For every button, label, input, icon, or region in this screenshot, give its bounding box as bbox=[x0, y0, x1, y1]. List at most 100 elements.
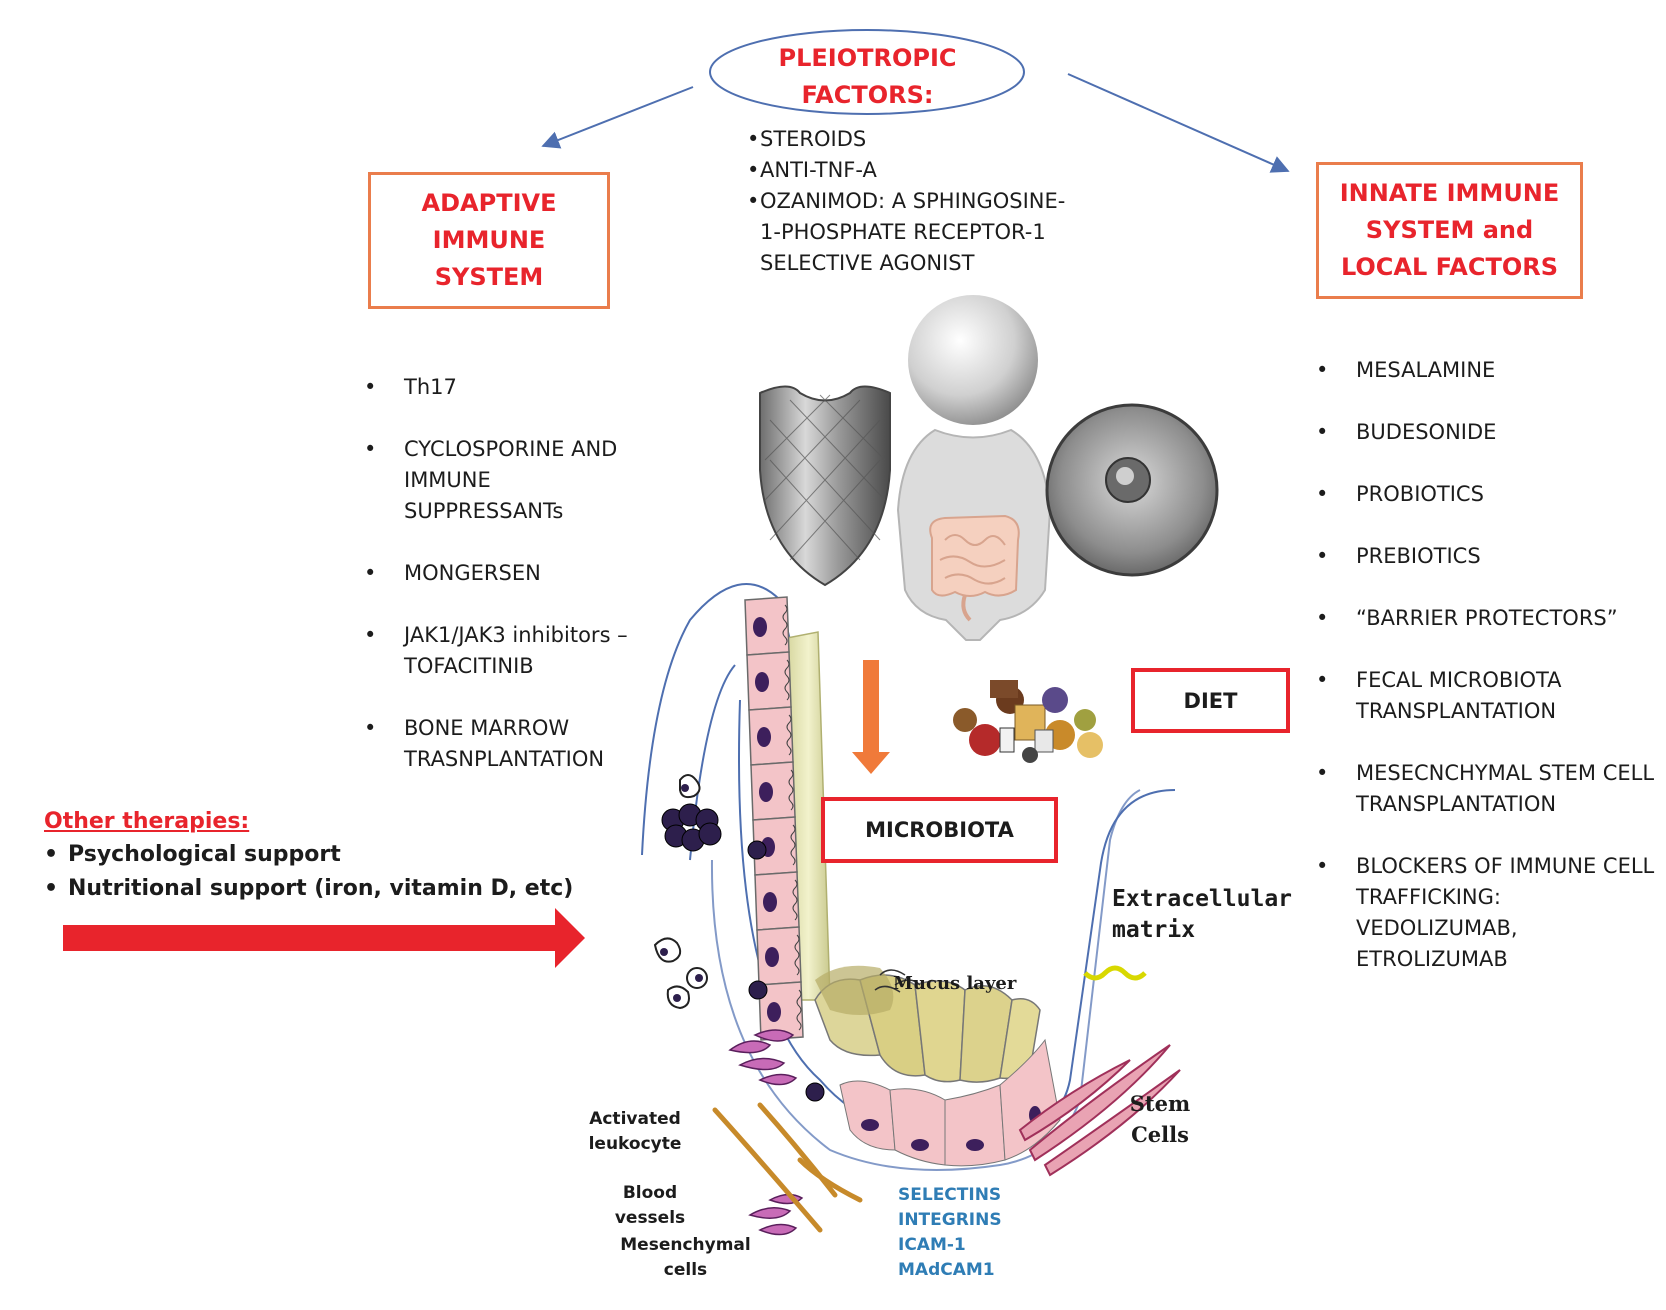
pleiotropic-ellipse bbox=[709, 29, 1025, 115]
adhesion-item: MAdCAM1 bbox=[898, 1260, 995, 1280]
ecm-fibers bbox=[1083, 965, 1147, 981]
other-therapies-arrow bbox=[63, 908, 585, 968]
extracellular-line2: matrix bbox=[1112, 917, 1196, 943]
innate-title-line3: LOCAL FACTORS bbox=[1340, 253, 1559, 281]
cell-nucleus bbox=[755, 672, 769, 692]
stem-cells-shapes bbox=[1018, 1044, 1181, 1177]
diet-food-icon bbox=[953, 680, 1103, 763]
adhesion-item: SELECTINS bbox=[898, 1185, 1002, 1205]
adhesion-item: ICAM-1 bbox=[898, 1235, 966, 1255]
epithelial-cell bbox=[758, 981, 804, 1041]
pleiotropic-item-continuation: 1-PHOSPHATE RECEPTOR-1 bbox=[747, 217, 1107, 248]
stem-line1: Stem bbox=[1129, 1091, 1191, 1116]
pleiotropic-item: OZANIMOD: A SPHINGOSINE- bbox=[747, 186, 1107, 217]
extracellular-matrix-label: Extracellular matrix bbox=[1112, 884, 1292, 946]
innate-item: “BARRIER PROTECTORS” bbox=[1316, 603, 1661, 634]
epithelial-cell bbox=[754, 871, 800, 931]
activated-line1: Activated bbox=[589, 1109, 681, 1129]
adaptive-list: Th17 CYCLOSPORINE AND IMMUNE SUPPRESSANT… bbox=[364, 341, 664, 806]
innate-item: MESECNCHYMAL STEM CELL TRANSPLANTATION bbox=[1316, 758, 1661, 820]
microvilli bbox=[796, 989, 802, 1031]
adhesion-molecules: SELECTINS INTEGRINS ICAM-1 MAdCAM1 bbox=[898, 1183, 1002, 1283]
epithelial-cell bbox=[744, 596, 790, 656]
arrow-to-adaptive bbox=[541, 86, 694, 149]
pleiotropic-item: STEROIDS bbox=[747, 124, 1107, 155]
mucus-layer-label: Mucus layer bbox=[893, 973, 1017, 994]
microbiota-label: MICROBIOTA bbox=[865, 818, 1014, 842]
adhesion-item: INTEGRINS bbox=[898, 1210, 1002, 1230]
diet-label: DIET bbox=[1183, 688, 1238, 713]
microvilli bbox=[782, 604, 788, 646]
innate-title-line2: SYSTEM and bbox=[1365, 216, 1534, 244]
microvilli bbox=[784, 659, 790, 701]
adaptive-title-line3: SYSTEM bbox=[434, 263, 544, 291]
adaptive-item: MONGERSEN bbox=[364, 558, 664, 589]
adaptive-title-line1: ADAPTIVE bbox=[421, 189, 557, 217]
pleiotropic-item-continuation: SELECTIVE AGONIST bbox=[747, 248, 1107, 279]
cell-nucleus bbox=[757, 727, 771, 747]
other-therapy-item: Psychological support bbox=[44, 838, 604, 872]
microbiota-box: MICROBIOTA bbox=[821, 797, 1058, 863]
cell-nucleus bbox=[759, 782, 773, 802]
immune-cells bbox=[661, 803, 825, 1102]
arrow-to-innate bbox=[1067, 73, 1290, 173]
innate-item: PROBIOTICS bbox=[1316, 479, 1661, 510]
innate-immune-box: INNATE IMMUNE SYSTEM and LOCAL FACTORS bbox=[1316, 162, 1583, 299]
adaptive-item: Th17 bbox=[364, 372, 664, 403]
mesenchymal-line1: Mesenchymal bbox=[620, 1235, 751, 1255]
blood-vessels-shapes bbox=[712, 1102, 863, 1233]
cell-nucleus bbox=[767, 1002, 781, 1022]
microvilli bbox=[794, 934, 800, 976]
epithelial-cell bbox=[748, 706, 794, 766]
other-therapies-title: Other therapies: bbox=[44, 809, 250, 834]
pleiotropic-item-line: SELECTIVE AGONIST bbox=[760, 251, 975, 275]
pleiotropic-list: STEROIDS ANTI-TNF-A OZANIMOD: A SPHINGOS… bbox=[747, 124, 1107, 279]
pleiotropic-item-line: 1-PHOSPHATE RECEPTOR-1 bbox=[760, 220, 1046, 244]
blood-vessels-label: Blood vessels bbox=[614, 1183, 686, 1228]
pleiotropic-title-line2: FACTORS: bbox=[801, 81, 934, 109]
epithelial-cell bbox=[746, 651, 792, 711]
pleiotropic-title-line1: PLEIOTROPIC bbox=[778, 44, 957, 72]
human-figure-icon bbox=[896, 295, 1052, 641]
pleiotropic-title: PLEIOTROPIC FACTORS: bbox=[720, 40, 1015, 114]
adaptive-title-line2: IMMUNE bbox=[432, 226, 546, 254]
arrow-to-microbiota bbox=[852, 660, 890, 774]
innate-item: BUDESONIDE bbox=[1316, 417, 1661, 448]
activated-line2: leukocyte bbox=[588, 1134, 682, 1154]
stem-line2: Cells bbox=[1131, 1122, 1189, 1147]
round-shield-icon bbox=[1045, 403, 1219, 577]
epithelial-cell bbox=[756, 926, 802, 986]
mesenchymal-cells-shapes bbox=[728, 1029, 804, 1236]
other-therapy-item: Nutritional support (iron, vitamin D, et… bbox=[44, 872, 604, 906]
stem-cells-label: Stem Cells bbox=[1120, 1088, 1200, 1150]
adaptive-item: JAK1/JAK3 inhibitors – TOFACITINIB bbox=[364, 620, 664, 682]
microvilli bbox=[786, 714, 792, 756]
extracellular-line1: Extracellular bbox=[1112, 886, 1293, 912]
shield-icon bbox=[759, 385, 891, 587]
adaptive-item: BONE MARROW TRASNPLANTATION bbox=[364, 713, 664, 775]
mesenchymal-line2: cells bbox=[663, 1260, 708, 1280]
adaptive-item: CYCLOSPORINE AND IMMUNE SUPPRESSANTs bbox=[364, 434, 664, 527]
activated-leukocyte-label: Activated leukocyte bbox=[580, 1107, 690, 1157]
mucus-layer bbox=[815, 965, 921, 1015]
innate-title-line1: INNATE IMMUNE bbox=[1339, 179, 1560, 207]
mesenchymal-cells-label: Mesenchymal cells bbox=[618, 1233, 753, 1283]
cell-nucleus bbox=[765, 947, 779, 967]
cell-nucleus bbox=[763, 892, 777, 912]
microvilli bbox=[788, 769, 794, 811]
diet-box: DIET bbox=[1131, 668, 1290, 733]
innate-item: BLOCKERS OF IMMUNE CELL TRAFFICKING: VED… bbox=[1316, 851, 1661, 975]
cell-nucleus bbox=[753, 617, 767, 637]
other-therapies: Other therapies: Psychological support N… bbox=[44, 806, 604, 906]
adaptive-immune-box: ADAPTIVE IMMUNE SYSTEM bbox=[368, 172, 610, 309]
innate-list: MESALAMINE BUDESONIDE PROBIOTICS PREBIOT… bbox=[1316, 324, 1661, 1006]
pleiotropic-item: ANTI-TNF-A bbox=[747, 155, 1107, 186]
microvilli bbox=[792, 879, 798, 921]
epithelial-cell bbox=[750, 761, 796, 821]
epithelial-cells bbox=[744, 596, 804, 1041]
microvilli bbox=[790, 824, 796, 866]
innate-item: PREBIOTICS bbox=[1316, 541, 1661, 572]
innate-item: MESALAMINE bbox=[1316, 355, 1661, 386]
innate-item: FECAL MICROBIOTA TRANSPLANTATION bbox=[1316, 665, 1661, 727]
